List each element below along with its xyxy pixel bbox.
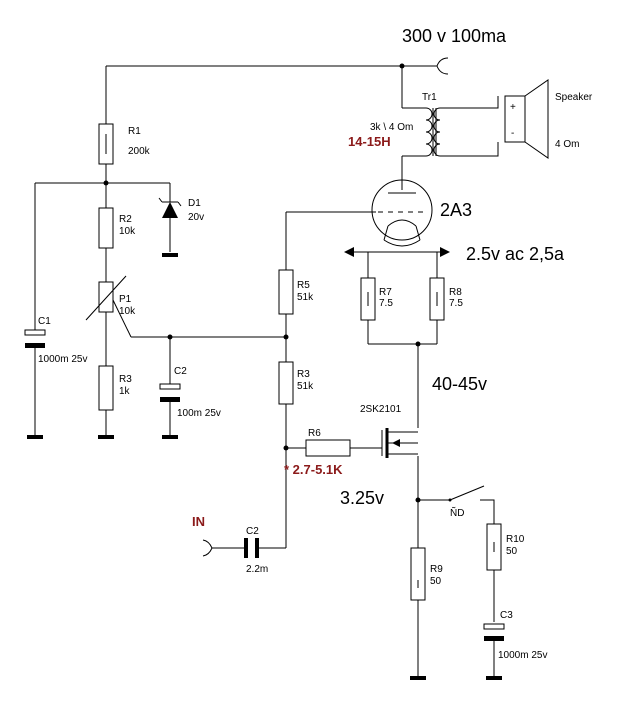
capacitor-c3: [483, 623, 505, 641]
input-jack: [202, 539, 213, 557]
r9-name: R9: [430, 564, 443, 575]
d1-name: D1: [188, 198, 201, 209]
r5-name: R5: [297, 280, 310, 291]
speaker-icon: + -: [504, 79, 549, 159]
svg-text:-: -: [511, 128, 514, 139]
resistor-r10: [486, 523, 502, 571]
p1-name: P1: [119, 294, 132, 305]
r3b-value: 51k: [297, 381, 314, 392]
mosfet-2sk2101: [381, 428, 418, 458]
supply-label: 300 v 100ma: [402, 26, 507, 46]
capacitor-c1: [24, 300, 46, 350]
r7-value: 7.5: [379, 298, 393, 309]
resistor-r3-1k: [98, 365, 114, 411]
r8-name: R8: [449, 287, 462, 298]
capacitor-c2-2u2: [244, 538, 259, 558]
r6-value: * 2.7-5.1K: [284, 462, 343, 477]
r6-name: R6: [308, 428, 321, 439]
tr1-name: Tr1: [422, 92, 437, 103]
r5-value: 51k: [297, 292, 314, 303]
r8-value: 7.5: [449, 298, 463, 309]
resistor-r5: [278, 269, 294, 315]
tube-label: 2A3: [440, 200, 472, 220]
capacitor-c2-100m: [159, 380, 181, 404]
filament-label: 2.5v ac 2,5a: [466, 244, 565, 264]
wires: [34, 65, 499, 676]
zener-diode-d1: [158, 197, 182, 218]
r1-value: 200k: [128, 146, 151, 157]
r1-name: R1: [128, 126, 141, 137]
speaker-impedance: 4 Om: [555, 139, 579, 150]
svg-text:+: +: [510, 102, 516, 113]
arrow-left-icon: [344, 247, 354, 257]
r7-name: R7: [379, 287, 392, 298]
c3-name: C3: [500, 610, 513, 621]
tr1-ratio: 3k \ 4 Om: [370, 122, 413, 133]
r3a-name: R3: [119, 374, 132, 385]
switch-label: ÑD: [450, 506, 464, 519]
resistor-r9: [410, 547, 426, 601]
ground-symbols: [27, 253, 502, 680]
c1-value: 1000m 25v: [38, 354, 87, 365]
potentiometer-p1: [98, 281, 114, 313]
d1-value: 20v: [188, 212, 204, 223]
arrow-right-icon: [440, 247, 450, 257]
power-jack: [436, 57, 449, 75]
r3a-value: 1k: [119, 386, 131, 397]
c2b-name: C2: [246, 526, 259, 537]
input-label: IN: [192, 514, 205, 529]
resistor-r1: [98, 123, 114, 165]
tr1-inductance: 14-15H: [348, 134, 391, 149]
r10-value: 50: [506, 546, 518, 557]
c3-value: 1000m 25v: [498, 650, 547, 661]
resistor-r7: [360, 277, 376, 321]
c2a-value: 100m 25v: [177, 408, 221, 419]
gate-voltage-label: 3.25v: [340, 488, 384, 508]
switch: [448, 485, 485, 502]
r10-name: R10: [506, 534, 525, 545]
resistor-r8: [429, 277, 445, 321]
r9-value: 50: [430, 576, 442, 587]
junction-dots: [103, 63, 421, 503]
speaker-label: Speaker: [555, 92, 593, 103]
bias-voltage-label: 40-45v: [432, 374, 487, 394]
r3b-name: R3: [297, 369, 310, 380]
p1-value: 10k: [119, 306, 136, 317]
c1-name: C1: [38, 316, 51, 327]
resistor-r2: [98, 207, 114, 249]
resistor-r6: [305, 439, 351, 457]
mosfet-label: 2SK2101: [360, 404, 402, 415]
r2-value: 10k: [119, 226, 136, 237]
tube-2a3: [371, 179, 433, 247]
c2b-value: 2.2m: [246, 564, 268, 575]
r2-name: R2: [119, 214, 132, 225]
c2a-name: C2: [174, 366, 187, 377]
resistor-r3-51k: [278, 361, 294, 405]
transformer-tr1: [425, 107, 441, 157]
